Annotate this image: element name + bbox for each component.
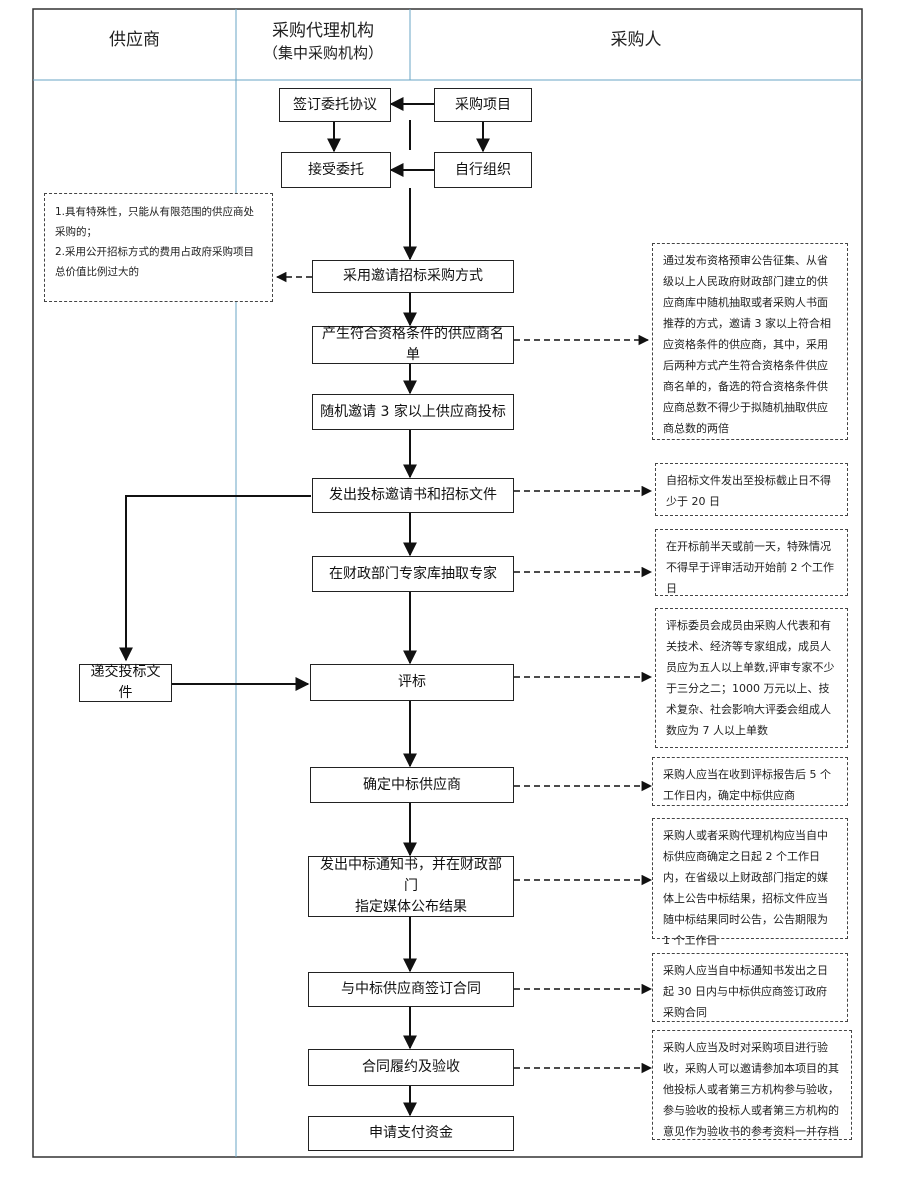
lane-purchaser-label: 采购人 [610,30,662,50]
step-issue-invitation: 发出投标邀请书和招标文件 [312,478,514,513]
step-generate-list: 产生符合资格条件的供应商名单 [312,326,514,364]
note-condition-2: 2.采用公开招标方式的费用占政府采购项目总价值比例过大的 [55,246,255,278]
step-issue-notice-line1: 发出中标通知书，并在财政部门 [320,857,502,894]
step-procurement-project: 采购项目 [434,88,532,122]
step-submit-bid: 递交投标文件 [79,664,172,702]
note-conditions: 1.具有特殊性，只能从有限范围的供应商处采购的； 2.采用公开招标方式的费用占政… [44,193,273,302]
note-winner-timing: 采购人应当在收到评标报告后 5 个工作日内，确定中标供应商 [652,757,848,806]
note-announce: 采购人或者采购代理机构应当自中标供应商确定之日起 2 个工作日内，在省级以上财政… [652,818,848,947]
step-apply-payment: 申请支付资金 [308,1116,514,1151]
lane-title-supplier: 供应商 [33,29,236,51]
step-evaluate: 评标 [310,664,514,701]
step-self-organize: 自行组织 [434,152,532,188]
note-condition-1: 1.具有特殊性，只能从有限范围的供应商处采购的； [55,206,255,238]
step-invite-method: 采用邀请招标采购方式 [312,260,514,293]
arrow-invitation-to-supplier [119,495,311,662]
step-random-invite: 随机邀请 3 家以上供应商投标 [312,394,514,430]
lane-agency-line2: （集中采购机构） [262,44,383,62]
lane-title-purchaser: 采购人 [410,29,862,51]
note-committee: 评标委员会成员由采购人代表和有关技术、经济等专家组成，成员人员应为五人以上单数,… [655,608,848,748]
note-expert-timing: 在开标前半天或前一天，特殊情况不得早于评审活动开始前 2 个工作日 [655,529,848,596]
note-acceptance: 采购人应当及时对采购项目进行验收，采购人可以邀请参加本项目的其他投标人或者第三方… [652,1030,852,1140]
step-issue-notice-line2: 指定媒体公布结果 [355,899,467,915]
step-issue-notice: 发出中标通知书，并在财政部门 指定媒体公布结果 [308,856,514,917]
step-sign-agreement: 签订委托协议 [279,88,391,122]
lane-title-agency: 采购代理机构 （集中采购机构） [236,20,410,64]
step-perform-accept: 合同履约及验收 [308,1049,514,1086]
note-bid-deadline: 自招标文件发出至投标截止日不得少于 20 日 [655,463,848,516]
step-accept-entrustment: 接受委托 [281,152,391,188]
lane-agency-line1: 采购代理机构 [272,21,374,41]
step-draw-experts: 在财政部门专家库抽取专家 [312,556,514,592]
step-sign-contract: 与中标供应商签订合同 [308,972,514,1007]
lane-supplier-label: 供应商 [109,30,160,50]
step-confirm-winner: 确定中标供应商 [310,767,514,803]
note-qualification: 通过发布资格预审公告征集、从省级以上人民政府财政部门建立的供应商库中随机抽取或者… [652,243,848,440]
outer-frame [32,8,863,1158]
note-contract-timing: 采购人应当自中标通知书发出之日起 30 日内与中标供应商签订政府采购合同 [652,953,848,1022]
